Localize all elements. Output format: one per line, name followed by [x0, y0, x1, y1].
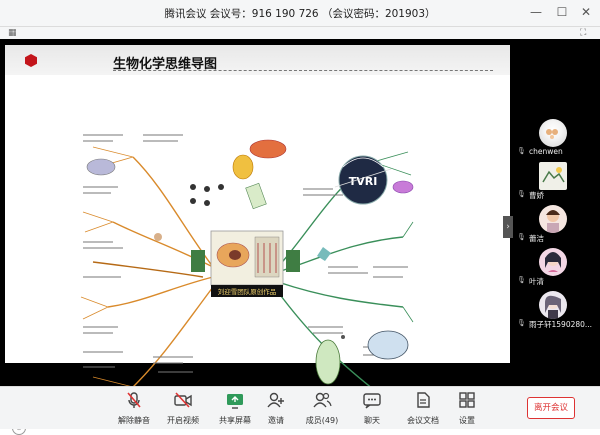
members-button[interactable]: 成员(49) [296, 391, 348, 426]
chat-button[interactable]: 聊天 [346, 391, 398, 426]
mind-map-image: TVRI 刘迎雪团队原创作品 [80, 134, 414, 400]
mind-map-label-lines [83, 134, 408, 373]
cell-diagram [315, 180, 414, 385]
unmute-label: 解除静音 [118, 416, 150, 425]
share-screen-button[interactable]: 共享屏幕 [209, 391, 261, 426]
invite-icon [250, 391, 302, 409]
avatar [539, 119, 567, 147]
participant-tile[interactable]: 🎙 蕾洁 [513, 201, 600, 244]
title-bar: 腾讯会议 会议号：916 190 726 （会议密码：201903） — ☐ ✕ [0, 0, 600, 27]
unmute-button[interactable]: 解除静音 [108, 391, 160, 426]
avatar [539, 205, 567, 233]
settings-icon [441, 391, 493, 409]
participant-name: 蕾洁 [529, 234, 544, 243]
mic-muted-icon [108, 391, 160, 409]
chat-label: 聊天 [364, 416, 380, 425]
start-video-button[interactable]: 开启视频 [157, 391, 209, 426]
view-options-bar: ▦ ⛶ [0, 27, 600, 39]
invite-button[interactable]: 邀请 [250, 391, 302, 426]
hexagon-icon [25, 54, 37, 67]
mind-map-left-branches [80, 146, 214, 400]
participant-list: 🎙 chenwen 🎙 曹娇 🎙 蕾洁 🎙 叶清 🎙 雨子轩1590280... [513, 115, 600, 330]
document-icon [397, 391, 449, 409]
participant-name: chenwen [529, 147, 563, 156]
camera-off-icon [157, 391, 209, 409]
avatar [539, 162, 567, 190]
mic-muted-icon: 🎙 [517, 190, 526, 198]
view-grid-icon[interactable]: ▦ [8, 28, 17, 38]
start-video-label: 开启视频 [167, 416, 199, 425]
chat-icon [346, 391, 398, 409]
invite-label: 邀请 [268, 416, 284, 425]
meeting-docs-label: 会议文档 [407, 416, 439, 425]
participant-name: 叶清 [529, 277, 544, 286]
settings-button[interactable]: 设置 [441, 391, 493, 426]
title-underline [113, 70, 493, 71]
tvri-logo-text: TVRI [349, 175, 378, 188]
shared-slide: 生物化学思维导图 [5, 45, 510, 435]
organelle-drawings [86, 139, 287, 241]
participant-name: 雨子轩1590280... [529, 320, 593, 329]
window-title: 腾讯会议 会议号：916 190 726 （会议密码：201903） [164, 8, 436, 20]
share-screen-icon [209, 391, 261, 409]
center-image: 刘迎雪团队原创作品 [191, 230, 300, 297]
mic-muted-icon: 🎙 [517, 319, 526, 327]
participant-tile[interactable]: 🎙 雨子轩1590280... [513, 287, 600, 330]
collapse-panel-button[interactable]: › [503, 216, 513, 238]
maximize-icon[interactable]: ☐ [556, 5, 568, 19]
mic-muted-icon: 🎙 [517, 276, 526, 284]
leave-meeting-button[interactable]: 离开会议 [527, 397, 575, 419]
participant-tile[interactable]: 🎙 曹娇 [513, 158, 600, 201]
participant-tile[interactable]: 🎙 叶清 [513, 244, 600, 287]
tvri-logo: TVRI [334, 155, 392, 205]
mic-muted-icon: 🎙 [517, 233, 526, 241]
center-banner-text: 刘迎雪团队原创作品 [218, 287, 277, 296]
fullscreen-icon[interactable]: ⛶ [580, 28, 587, 38]
avatar [539, 248, 567, 276]
slide-title: 生物化学思维导图 [113, 57, 218, 72]
meeting-docs-button[interactable]: 会议文档 [397, 391, 449, 426]
avatar [539, 291, 567, 319]
participant-tile[interactable]: 🎙 chenwen [513, 115, 600, 158]
participant-name: 曹娇 [529, 191, 544, 200]
settings-label: 设置 [459, 416, 475, 425]
minimize-icon[interactable]: — [530, 5, 542, 19]
mic-muted-icon: 🎙 [517, 147, 526, 155]
members-icon [296, 391, 348, 409]
slide-header: 生物化学思维导图 [5, 45, 510, 75]
meeting-toolbar: 解除静音 开启视频 共享屏幕 邀请 成员(49) 聊天 会议文档 [0, 386, 600, 429]
members-label: 成员(49) [305, 416, 339, 425]
share-screen-label: 共享屏幕 [219, 416, 251, 425]
close-icon[interactable]: ✕ [580, 5, 592, 19]
